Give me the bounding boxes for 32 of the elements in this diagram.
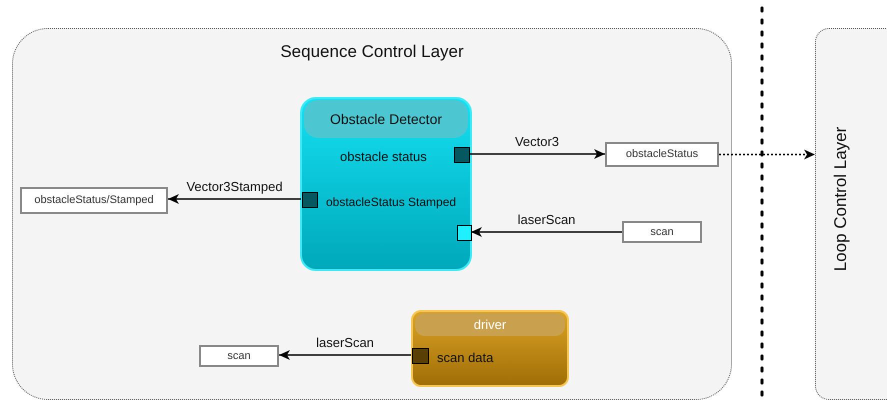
arrow xyxy=(168,194,301,204)
port-square xyxy=(457,225,472,241)
component-header: driver xyxy=(415,313,565,336)
topic-box xyxy=(622,221,702,243)
topic-name: scan xyxy=(650,224,674,240)
layer-panel xyxy=(815,28,887,400)
edge-label: Vector3 xyxy=(514,133,560,151)
port-square xyxy=(454,147,470,163)
port-square xyxy=(412,348,429,364)
component-header: Obstacle Detector xyxy=(304,100,468,138)
topic-box xyxy=(605,142,719,167)
topic-box xyxy=(199,345,279,367)
edge-label: Vector3Stamped xyxy=(186,178,283,196)
arrow xyxy=(279,350,411,360)
layer-panel xyxy=(12,28,732,400)
arrow xyxy=(471,227,622,237)
edge-label: laserScan xyxy=(316,334,374,352)
topic-name: obstacleStatus/Stamped xyxy=(34,193,154,208)
layer-title: Loop Control Layer xyxy=(830,126,852,272)
topic-box xyxy=(20,187,168,214)
port-square xyxy=(302,192,318,208)
topic-name: scan xyxy=(227,348,251,364)
component-box xyxy=(300,97,472,271)
layer-title: Sequence Control Layer xyxy=(279,41,465,63)
port-label: obstacleStatus Stamped xyxy=(326,194,456,211)
component-box xyxy=(411,310,569,387)
topic-name: obstacleStatus xyxy=(626,147,698,162)
edge-label: laserScan xyxy=(518,211,576,229)
arrow xyxy=(719,150,815,160)
port-label: obstacle status xyxy=(340,148,427,166)
arrow xyxy=(469,149,605,159)
port-label: scan data xyxy=(437,349,494,367)
